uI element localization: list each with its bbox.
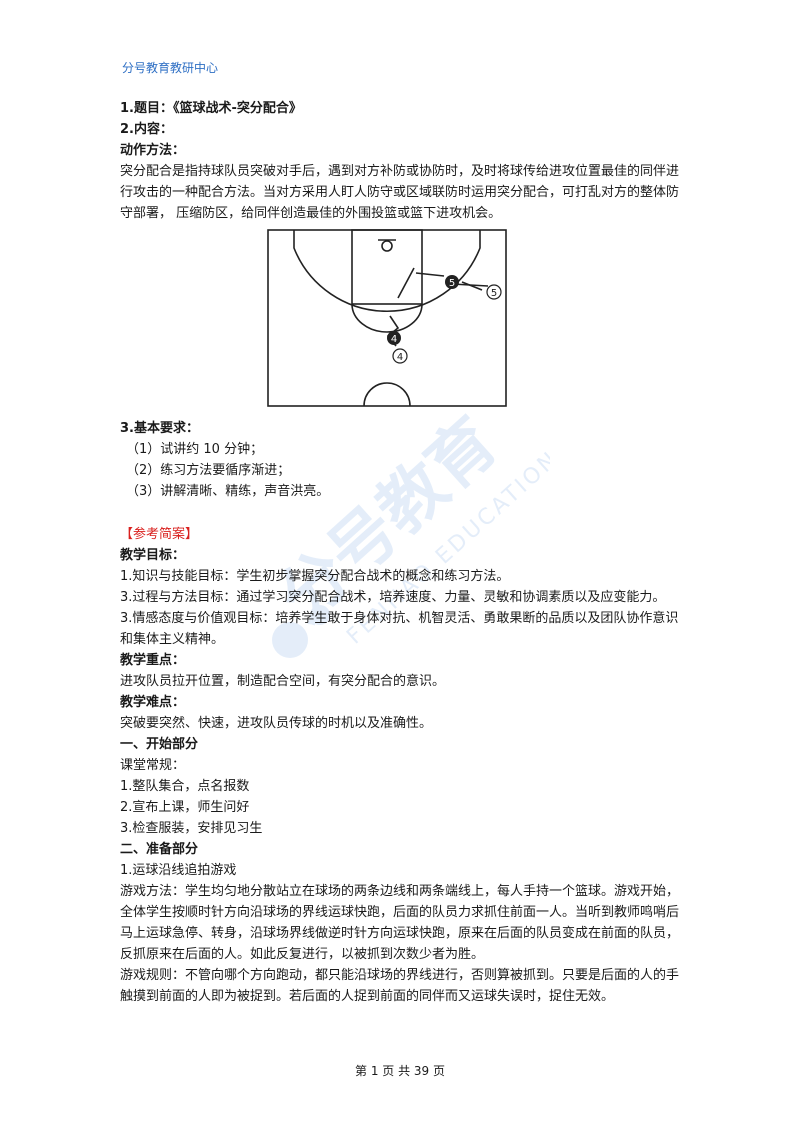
watermark-logo: 分号教育 FENHAO EDUCATION: [264, 410, 550, 658]
watermark-dot-small-icon: [310, 605, 330, 625]
watermark-dot-icon: [272, 622, 308, 658]
game-method: 游戏方法：学生均匀地分散站立在球场的两条边线和两条端线上，每人手持一个篮球。游戏…: [120, 884, 680, 962]
method-text: 突分配合是指持球队员突破对手后，遇到对方补防或协防时，及时将球传给进攻位置最佳的…: [120, 164, 680, 221]
part1-item: 2.宣布上课，师生问好: [120, 800, 250, 815]
part1-item: 3.检查服装，安排见习生: [120, 821, 263, 836]
document-body: 1.题目：《篮球战术-突分配合》 2.内容： 动作方法： 突分配合是指持球队员突…: [120, 98, 682, 1007]
content-heading: 2.内容：: [120, 122, 173, 137]
requirement-item: （2）练习方法要循序渐进；: [126, 463, 291, 478]
player-4-defense-label: 4: [391, 334, 397, 345]
player-4-defense-icon: [387, 331, 401, 345]
part1-sub: 课堂常规：: [120, 758, 186, 773]
part2-item: 1.运球沿线追拍游戏: [120, 863, 237, 878]
difficulty-text: 突破要突然、快速，进攻队员传球的时机以及准确性。: [120, 716, 433, 731]
part1-item: 1.整队集合，点名报数: [120, 779, 250, 794]
requirements-heading: 3.基本要求：: [120, 421, 199, 436]
part2-heading: 二、准备部分: [120, 842, 199, 857]
method-heading: 动作方法：: [120, 143, 186, 158]
title-line: 1.题目：《篮球战术-突分配合》: [120, 101, 302, 116]
difficulty-heading: 教学难点：: [120, 695, 186, 710]
requirement-item: （1）试讲约 10 分钟；: [126, 442, 264, 457]
player-5-offense-icon: [486, 284, 502, 300]
free-throw-lane: [351, 229, 423, 305]
player-5-defense-label: 5: [449, 278, 455, 289]
game-rules: 游戏规则：不管向哪个方向跑动，都只能沿球场的界线进行，否则算被抓到。只要是后面的…: [120, 968, 680, 1004]
header-org: 分号教育教研中心: [122, 61, 219, 75]
reference-tag: 【参考简案】: [120, 527, 199, 542]
part1-heading: 一、开始部分: [120, 737, 199, 752]
player-4-offense-icon: [392, 348, 408, 364]
court-boundary: [267, 229, 507, 407]
player-4-offense-label: 4: [397, 352, 403, 363]
pass-line-2: [415, 272, 445, 277]
goal-item: 1.知识与技能目标：学生初步掌握突分配合战术的概念和练习方法。: [120, 569, 510, 584]
tactic-diagram: 4 4 5 5: [120, 228, 682, 412]
player-5-defense-icon: [445, 275, 459, 289]
player-5-offense-label: 5: [491, 288, 497, 299]
goal-item: 3.情感态度与价值观目标：培养学生敢于身体对抗、机智灵活、勇敢果断的品质以及团队…: [120, 611, 679, 647]
requirement-item: （3）讲解清晰、精练，声音洪亮。: [126, 484, 330, 499]
key-text: 进攻队员拉开位置，制造配合空间，有突分配合的意识。: [120, 674, 446, 689]
goal-item: 3.过程与方法目标：通过学习突分配合战术，培养速度、力量、灵敏和协调素质以及应变…: [120, 590, 666, 605]
three-point-line: [293, 230, 481, 312]
basket-icon: [381, 240, 393, 252]
court-diagram: 4 4 5 5: [267, 229, 507, 407]
center-circle: [363, 382, 411, 407]
goals-heading: 教学目标：: [120, 548, 186, 563]
page-number: 第 1 页 共 39 页: [355, 1064, 445, 1078]
pass-line-1: [397, 267, 415, 299]
cut-line: [461, 281, 483, 291]
key-heading: 教学重点：: [120, 653, 186, 668]
free-throw-arc: [351, 303, 423, 333]
